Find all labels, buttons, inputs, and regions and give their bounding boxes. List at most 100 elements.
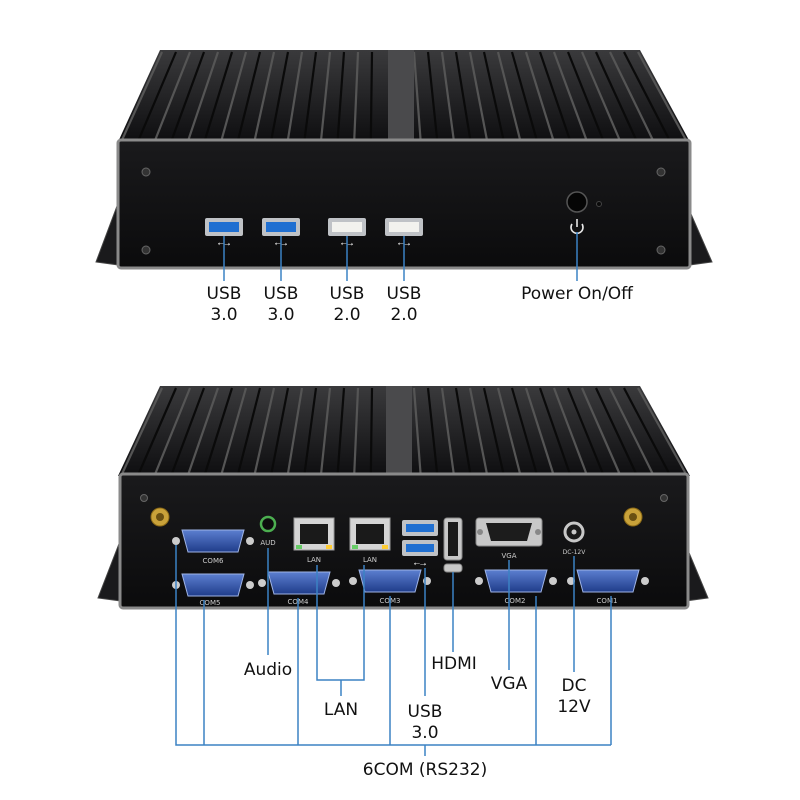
rear-leader-lines — [175, 545, 612, 756]
heatsink-fin — [203, 51, 234, 141]
dc-label: DC 12V — [551, 676, 597, 718]
heatsink-fin — [426, 51, 439, 141]
com6-print: COM6 — [203, 557, 224, 565]
heatsink-fin — [369, 387, 374, 475]
front-usb-label-4: USB 2.0 — [382, 284, 426, 326]
heatsink-fin — [637, 51, 687, 141]
heatsink-fin — [482, 51, 505, 141]
front-usb-label-1: USB 3.0 — [202, 284, 246, 326]
label-line-1: USB — [329, 284, 365, 304]
heatsink-fin — [538, 387, 571, 475]
heatsink-fin — [270, 51, 290, 141]
com5-port: COM5 — [172, 573, 254, 607]
vga-print: VGA — [501, 552, 516, 560]
heatsink-fin — [120, 51, 164, 141]
front-usb-label-3: USB 2.0 — [325, 284, 369, 326]
screw-icon — [660, 494, 668, 502]
label-line-1: USB — [206, 284, 242, 304]
heatsink-fin — [440, 387, 455, 475]
heatsink-fin — [336, 51, 346, 141]
audio-jack: AUD — [259, 515, 277, 547]
rear-unit: COM6 COM5 COM4 COM3 COM2 COM1 — [97, 386, 709, 756]
heatsink-fin — [137, 387, 178, 475]
com1-port: COM1 — [567, 569, 649, 605]
heatsink-fin — [369, 51, 374, 141]
label-line-2: 2.0 — [390, 305, 418, 325]
heatsink-fin — [237, 387, 262, 475]
dc-jack: DC-12V — [563, 521, 586, 556]
heatsink-fin — [623, 51, 671, 141]
heatsink-fin — [154, 387, 192, 475]
label-line-2: 3.0 — [411, 723, 439, 743]
heatsink-fin — [253, 51, 276, 141]
wifi-antenna-connector-left — [150, 507, 170, 527]
label-line-1: USB — [263, 284, 299, 304]
heatsink-fin — [454, 51, 472, 141]
heatsink-fin — [510, 51, 538, 141]
heatsink-fin — [580, 387, 621, 475]
heatsink-fin — [303, 387, 318, 475]
label-line-2: 12V — [557, 697, 591, 717]
label-line-1: USB — [407, 702, 443, 722]
front-unit: ⭠⭢ ⭠⭢ ⭠⭢ ⭠⭢ — [95, 50, 713, 281]
heatsink-fin — [319, 51, 332, 141]
hdmi-port — [443, 517, 463, 573]
heatsink-fin — [594, 51, 638, 141]
heatsink-fin — [286, 51, 304, 141]
label-line-2: 3.0 — [267, 305, 295, 325]
heatsink-fin — [623, 387, 671, 475]
audio-label: Audio — [243, 660, 293, 680]
center-channel — [388, 50, 414, 142]
usb-symbol-icon: ⭠⭢ — [414, 559, 427, 568]
lan1-print: LAN — [307, 556, 321, 564]
heatsink-fin — [412, 51, 422, 141]
heatsink-fin — [510, 387, 538, 475]
screw-icon — [656, 167, 666, 177]
label-line-2: 3.0 — [210, 305, 238, 325]
heatsink-fin — [220, 387, 248, 475]
screw-icon — [141, 245, 151, 255]
lan-port-2: LAN — [349, 517, 391, 564]
heatsink-fin — [237, 51, 262, 141]
heatsink-fin — [482, 387, 505, 475]
heatsink-fin — [303, 51, 318, 141]
heatsink-fin — [566, 51, 605, 141]
heatsink-fin — [468, 387, 489, 475]
com2-print: COM2 — [505, 597, 526, 605]
com5-print: COM5 — [200, 599, 221, 607]
heatsink-fin — [319, 387, 332, 475]
heatsink-fin — [454, 387, 472, 475]
power-button — [566, 191, 588, 213]
lan-label: LAN — [323, 700, 359, 720]
heatsink-fin — [538, 51, 571, 141]
com6-port: COM6 — [172, 529, 254, 565]
screw-icon — [141, 167, 151, 177]
front-usb-label-2: USB 3.0 — [259, 284, 303, 326]
heatsink-fin — [121, 387, 163, 475]
heatsink-fin — [580, 51, 621, 141]
center-channel — [386, 386, 412, 476]
aud-print: AUD — [260, 539, 275, 547]
heatsink-fin — [203, 387, 234, 475]
heatsink-fins — [121, 387, 687, 475]
heatsink-fin — [595, 387, 638, 475]
rear-usb-label: USB 3.0 — [403, 702, 447, 744]
com2-port: COM2 — [475, 569, 557, 605]
label-line-1: DC — [561, 676, 587, 696]
heatsink-fin — [187, 387, 220, 475]
heatsink-fin — [524, 51, 555, 141]
heatsink-fin — [609, 387, 654, 475]
power-label: Power On/Off — [521, 284, 633, 304]
hdmi-label: HDMI — [431, 654, 477, 674]
power-led — [596, 201, 602, 207]
heatsink-fin — [187, 51, 220, 141]
heatsink-fin — [336, 387, 346, 475]
vga-label: VGA — [490, 674, 528, 694]
wifi-antenna-connector-right — [623, 507, 643, 527]
com-label: 6COM (RS232) — [362, 760, 488, 780]
heatsink-fin — [270, 387, 290, 475]
lan-port-1: LAN — [293, 517, 335, 564]
heatsink-fin — [566, 387, 605, 475]
heatsink-fin — [353, 387, 360, 475]
